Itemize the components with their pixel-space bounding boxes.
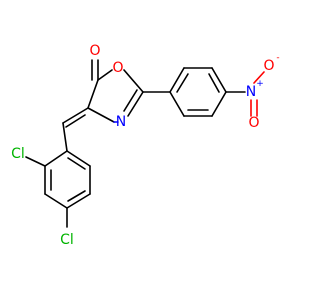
bond-c4-ch-inner [65, 114, 86, 128]
bond-o1-c5 [97, 69, 113, 81]
bond-np6-np1 [169, 91, 185, 117]
bond-np1-np2 [169, 67, 185, 93]
atom-o-nitro-bottom: O [248, 115, 259, 131]
atom-cl-ortho: Cl [11, 146, 25, 162]
bond-np3-np4-inner [208, 73, 220, 93]
atom-o-nitro-top: O [263, 58, 274, 74]
bond-c4-ch [62, 107, 89, 124]
bond-ch-aryl [62, 122, 68, 152]
bond-ar2-cl [25, 156, 46, 167]
bond-c2-o1 [123, 69, 144, 93]
bond-n3-c2-inner [123, 89, 138, 112]
bond-c4-n3 [87, 107, 115, 123]
bond-np3-np4 [211, 67, 227, 93]
bond-ar6-ar1-inner [67, 157, 86, 170]
atom-o-ring: O [112, 60, 123, 76]
molecule-diagram: O O N N + O - O Cl Cl [11, 43, 280, 248]
bond-ar6-ar1 [66, 150, 91, 167]
bond-n-o-top [253, 71, 265, 84]
bond-np4-np5 [211, 91, 227, 117]
charge-n-nitro: + [256, 79, 264, 89]
structure-svg: O O N N + O - O Cl Cl [11, 43, 279, 248]
bond-ar1-ar2 [44, 150, 68, 167]
bond-n3-c2 [127, 91, 144, 117]
charge-o-nitro-top: - [276, 53, 279, 63]
atom-o-carbonyl: O [89, 43, 100, 59]
bond-np1-np2-inner [176, 73, 189, 93]
atom-cl-para: Cl [60, 232, 74, 248]
bond-ar4-ar5-inner [67, 190, 86, 202]
atom-n-nitro: N [246, 84, 256, 100]
bond-ar3-ar4 [44, 193, 68, 209]
atom-n-ring: N [116, 114, 126, 130]
bond-ar4-ar5 [66, 193, 91, 209]
bond-c5-c4 [87, 79, 99, 109]
